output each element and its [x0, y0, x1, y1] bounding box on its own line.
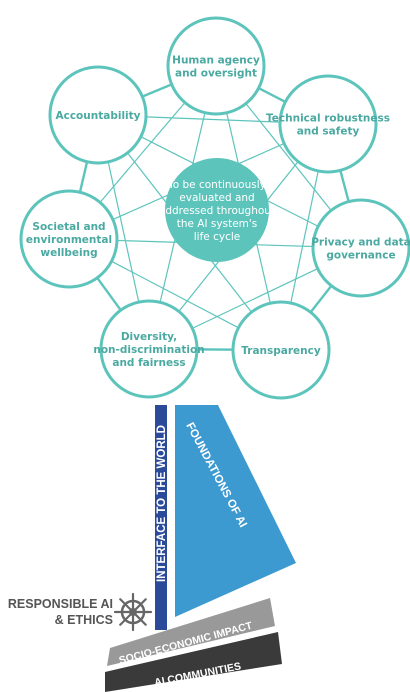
- center-label-line: life cycle: [194, 231, 240, 243]
- center-label-line: the AI system's: [177, 218, 258, 230]
- ship-wheel-icon: [113, 592, 153, 632]
- requirement-label: Societal and: [32, 221, 105, 233]
- ethics-label: & ETHICS: [55, 613, 113, 627]
- requirement-label: environmental: [26, 234, 112, 246]
- ai-communities-band: [105, 632, 282, 692]
- requirement-label: non-discrimination: [93, 344, 204, 356]
- center-circle: [165, 158, 269, 262]
- requirement-label: Diversity,: [121, 331, 177, 343]
- requirement-label: Transparency: [241, 345, 321, 357]
- center-label-line: To be continuously: [167, 179, 266, 191]
- requirement-label: Privacy and data: [311, 237, 410, 249]
- requirement-label: wellbeing: [40, 247, 97, 259]
- requirement-label: Technical robustness: [266, 113, 390, 125]
- foundations-shape: [175, 405, 296, 617]
- requirement-circle: [311, 198, 410, 298]
- interface-label: INTERFACE TO THE WORLD: [156, 425, 168, 582]
- requirement-circle: [48, 65, 148, 165]
- requirement-circle: [99, 299, 199, 399]
- ai-stack-diagram: FOUNDATIONS OF AI INTERFACE TO THE WORLD…: [8, 405, 296, 692]
- requirement-circle: [278, 74, 378, 174]
- requirement-label: governance: [326, 250, 395, 262]
- socio-economic-band: [107, 598, 275, 666]
- requirement-label: and fairness: [112, 357, 185, 369]
- center-label-line: evaluated and: [179, 192, 254, 204]
- requirement-label: Human agency: [172, 55, 260, 67]
- requirement-circle: [231, 300, 331, 400]
- interface-bar: [155, 405, 167, 630]
- responsible-ai-label: RESPONSIBLE AI: [8, 597, 113, 611]
- requirement-circle: [19, 189, 119, 289]
- requirement-node: Accountability: [48, 65, 148, 165]
- requirement-label: Accountability: [55, 110, 140, 122]
- center-label-line: addressed throughout: [159, 205, 275, 217]
- requirement-node: Transparency: [231, 300, 331, 400]
- requirement-circle: [166, 16, 266, 116]
- requirement-label: and oversight: [175, 68, 257, 80]
- requirement-label: and safety: [297, 126, 360, 138]
